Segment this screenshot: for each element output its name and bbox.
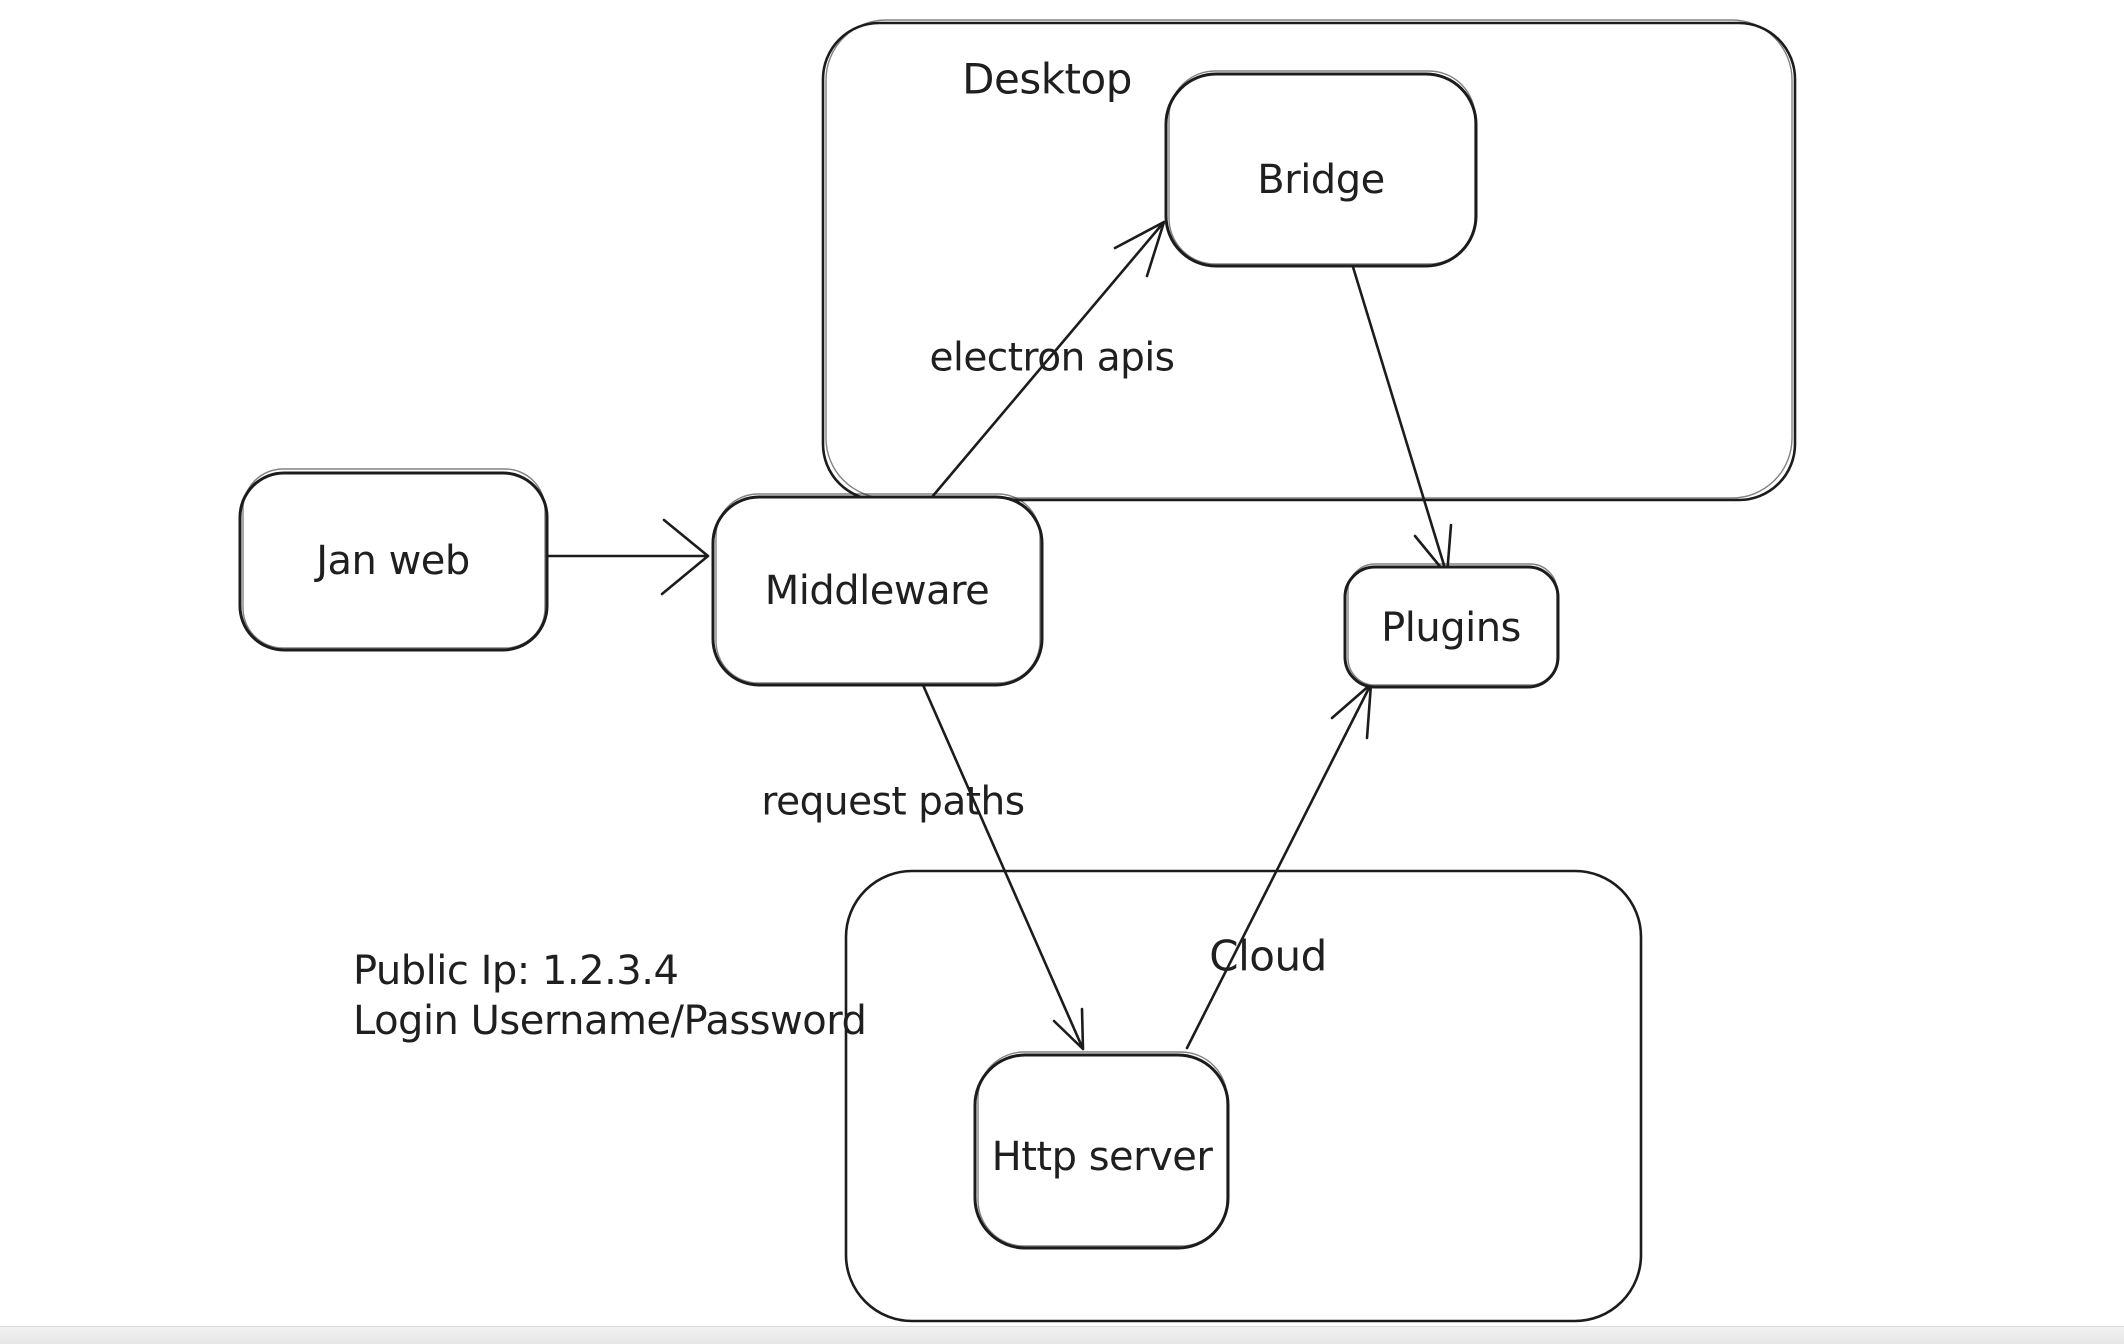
- desktop-container-label[interactable]: Desktop: [962, 54, 1132, 104]
- bridge-node-box[interactable]: [1164, 72, 1478, 268]
- public-ip-annotation-line[interactable]: Public Ip: 1.2.3.4: [353, 948, 679, 994]
- plugins-node-label[interactable]: Plugins: [1381, 605, 1521, 651]
- edge-bridge-to-plugins-arrow[interactable]: [1351, 265, 1453, 577]
- http-server-node-label[interactable]: Http server: [991, 1134, 1213, 1180]
- login-annotation-line[interactable]: Login Username/Password: [353, 998, 867, 1044]
- middleware-node-box[interactable]: [711, 495, 1044, 687]
- request-paths-edge-label[interactable]: request paths: [761, 779, 1025, 825]
- middleware-node-box-sketch-echo: [715, 493, 1041, 684]
- bridge-node-box-sketch-echo: [1168, 70, 1476, 265]
- plugins-node-box[interactable]: [1343, 565, 1560, 689]
- middleware-node-label[interactable]: Middleware: [764, 568, 990, 614]
- electron-apis-edge-label[interactable]: electron apis: [929, 335, 1175, 381]
- jan-web-node-box-sketch-echo: [242, 468, 546, 649]
- cloud-access-annotation[interactable]: Public Ip: 1.2.3.4 Login Username/Passwo…: [353, 946, 867, 1046]
- cloud-container-label[interactable]: Cloud: [1209, 931, 1327, 981]
- edge-middleware-to-bridge-arrow[interactable]: [930, 220, 1166, 499]
- desktop-container-box-sketch-echo: [825, 19, 1793, 499]
- http-server-node-box[interactable]: [973, 1053, 1230, 1250]
- desktop-container-box[interactable]: [821, 21, 1797, 502]
- http-server-node-box-sketch-echo: [977, 1051, 1228, 1247]
- bottom-edge-band: [0, 1326, 2124, 1344]
- cloud-container-box[interactable]: [844, 869, 1643, 1323]
- edge-httpserver-to-plugins-arrow[interactable]: [1185, 682, 1373, 1050]
- edge-janweb-to-middleware-arrow[interactable]: [545, 518, 710, 596]
- jan-web-node-box[interactable]: [238, 471, 549, 652]
- plugins-node-box-sketch-echo: [1347, 563, 1558, 686]
- bridge-node-label[interactable]: Bridge: [1257, 157, 1385, 203]
- jan-web-node-label[interactable]: Jan web: [316, 538, 470, 584]
- edge-middleware-to-httpserver-arrow[interactable]: [921, 683, 1085, 1051]
